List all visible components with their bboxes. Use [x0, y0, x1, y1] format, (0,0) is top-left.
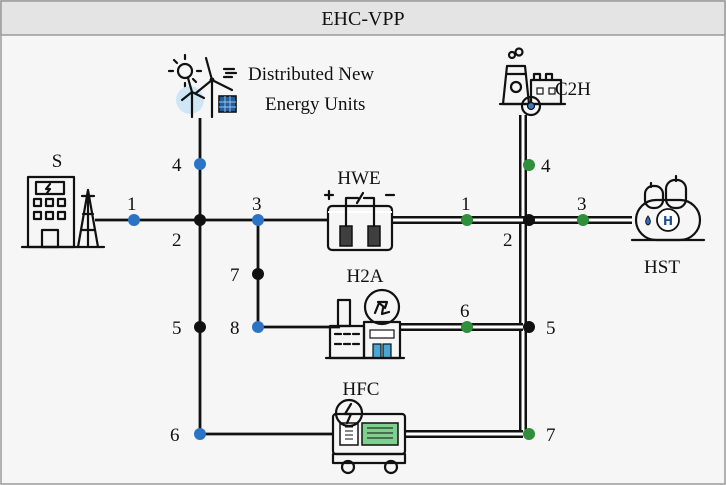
h-node-2	[523, 214, 535, 226]
h-node-5	[523, 321, 535, 333]
electrolyzer-icon	[323, 189, 396, 252]
h-node-6-label: 6	[460, 301, 470, 322]
source-label: S	[52, 151, 63, 172]
h-node-3-label: 3	[577, 194, 587, 215]
hydrogen-nodes	[461, 159, 589, 440]
e-node-3-label: 3	[252, 194, 262, 215]
e-node-1-label: 1	[127, 194, 137, 215]
e-node-5-label: 5	[172, 318, 182, 339]
e-node-2-label: 2	[172, 230, 182, 251]
diagram-title: EHC-VPP	[321, 8, 404, 30]
h-node-2-label: 2	[503, 230, 513, 251]
dneu-label-line2: Energy Units	[265, 94, 365, 115]
h2a-label: H2A	[347, 266, 384, 287]
e-node-7-label: 7	[230, 265, 240, 286]
h-node-1-label: 1	[461, 194, 471, 215]
svg-text:H: H	[663, 214, 673, 228]
e-node-8	[252, 321, 264, 333]
wind-solar-icon	[167, 53, 238, 119]
h-node-7	[523, 428, 535, 440]
h-node-1	[461, 214, 473, 226]
e-node-1	[128, 214, 140, 226]
h-node-4-label: 4	[541, 156, 551, 177]
h-node-3	[577, 214, 589, 226]
dneu-label-line1: Distributed New	[248, 64, 374, 85]
fuel-cell-vehicle-icon	[331, 398, 407, 475]
e-node-3	[252, 214, 264, 226]
e-node-6-label: 6	[170, 425, 180, 446]
e-node-2	[194, 214, 206, 226]
c2h-label: C2H	[555, 79, 591, 100]
hydrogen-network	[392, 115, 632, 438]
h-node-5-label: 5	[546, 318, 556, 339]
electric-nodes	[128, 158, 264, 440]
hydrogen-tank-icon: H	[630, 174, 706, 242]
chemical-plant-icon	[498, 47, 567, 117]
e-node-6	[194, 428, 206, 440]
h-node-7-label: 7	[546, 425, 556, 446]
electric-node-labels: 1 2 3 4 5 6 7 8	[127, 155, 262, 446]
e-node-5	[194, 321, 206, 333]
power-plant-icon	[20, 175, 106, 249]
hst-label: HST	[644, 257, 680, 278]
hydrogen-node-labels: 1 2 3 4 5 6 7	[460, 156, 587, 446]
hfc-label: HFC	[343, 379, 380, 400]
recycling-factory-icon	[324, 288, 406, 360]
e-node-4	[194, 158, 206, 170]
e-node-8-label: 8	[230, 318, 240, 339]
title-bar	[0, 0, 726, 36]
h-node-6	[461, 321, 473, 333]
e-node-7	[252, 268, 264, 280]
h-node-4	[523, 159, 535, 171]
hwe-label: HWE	[337, 168, 380, 189]
e-node-4-label: 4	[172, 155, 182, 176]
